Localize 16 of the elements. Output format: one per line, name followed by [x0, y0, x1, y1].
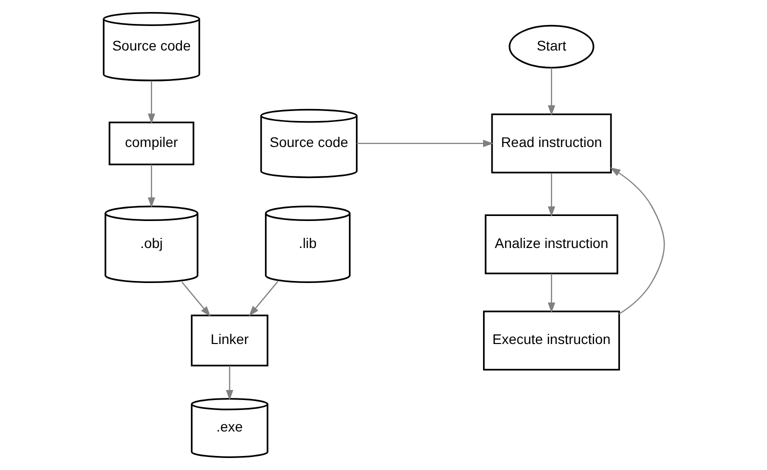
arrow — [547, 68, 555, 116]
arrow — [356, 140, 494, 148]
arrow — [248, 281, 278, 316]
node-ellipse: Start — [508, 24, 594, 68]
node-box: Execute instruction — [482, 310, 620, 371]
arrow — [147, 164, 155, 208]
arrow — [225, 366, 233, 400]
arrow — [609, 167, 664, 314]
arrow — [180, 282, 210, 317]
arrow — [147, 80, 155, 124]
node-box: compiler — [108, 122, 194, 166]
arrow — [547, 173, 555, 217]
arrow — [547, 274, 555, 313]
node-box: Linker — [190, 314, 268, 366]
node-box: Analize instruction — [484, 214, 618, 274]
node-box: Read instruction — [490, 113, 612, 174]
